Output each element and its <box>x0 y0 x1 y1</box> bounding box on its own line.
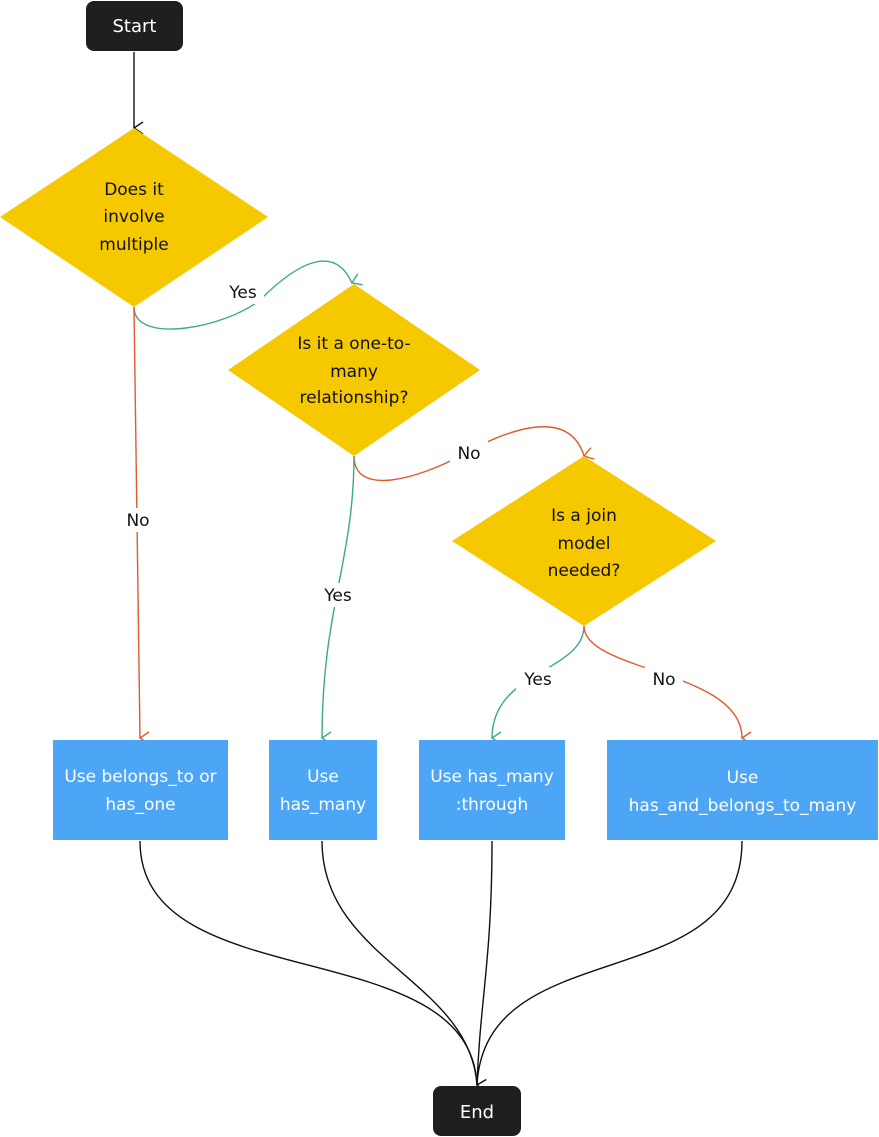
edge-has-many-through-to-end <box>476 840 493 1086</box>
result-has-many-through: Use has_many :through <box>419 740 565 840</box>
decision-join-model: Is a join model needed? <box>452 456 716 626</box>
result-has-many-through-line-2: :through <box>456 795 529 815</box>
result-has-many: Use has_many <box>269 740 377 840</box>
result-belongs-to-line-1: Use belongs_to or <box>64 767 216 787</box>
result-habtm-line-2: has_and_belongs_to_many <box>629 796 857 816</box>
label-join-no: No <box>652 670 675 690</box>
decision-join-model-line-1: Is a join <box>551 506 617 526</box>
label-join-yes: Yes <box>523 670 552 690</box>
result-belongs-to-line-2: has_one <box>105 795 175 815</box>
result-belongs-to: Use belongs_to or has_one <box>53 740 228 840</box>
result-has-many-line-2: has_many <box>280 795 366 815</box>
edge-has-many-to-end <box>321 840 478 1086</box>
decision-one-to-many: Is it a one-to- many relationship? <box>228 284 480 456</box>
label-multiple-yes: Yes <box>228 283 257 303</box>
decision-join-model-line-2: model <box>558 534 611 554</box>
decision-one-to-many-line-2: many <box>330 362 378 382</box>
decision-involve-multiple-line-3: multiple <box>99 235 168 255</box>
end-label: End <box>460 1102 494 1123</box>
decision-involve-multiple-line-1: Does it <box>104 180 164 200</box>
result-habtm-line-1: Use <box>727 768 759 788</box>
start-node: Start <box>86 1 183 51</box>
result-habtm: Use has_and_belongs_to_many <box>607 740 878 840</box>
label-one-to-many-no: No <box>457 444 480 464</box>
start-label: Start <box>113 16 157 37</box>
label-multiple-no: No <box>126 511 149 531</box>
edge-belongs-to-to-end <box>139 840 478 1086</box>
decision-one-to-many-line-1: Is it a one-to- <box>297 334 410 354</box>
decision-involve-multiple-line-2: involve <box>103 207 164 227</box>
result-has-many-line-1: Use <box>307 767 339 787</box>
end-node: End <box>433 1086 521 1136</box>
label-one-to-many-yes: Yes <box>323 586 352 606</box>
decision-join-model-line-3: needed? <box>548 561 621 581</box>
edge-labels: Yes No No Yes Yes No <box>119 280 683 691</box>
edge-habtm-to-end <box>475 840 743 1093</box>
decision-one-to-many-line-3: relationship? <box>300 388 409 408</box>
decision-involve-multiple: Does it involve multiple <box>0 128 268 307</box>
result-has-many-through-line-1: Use has_many <box>430 767 554 787</box>
